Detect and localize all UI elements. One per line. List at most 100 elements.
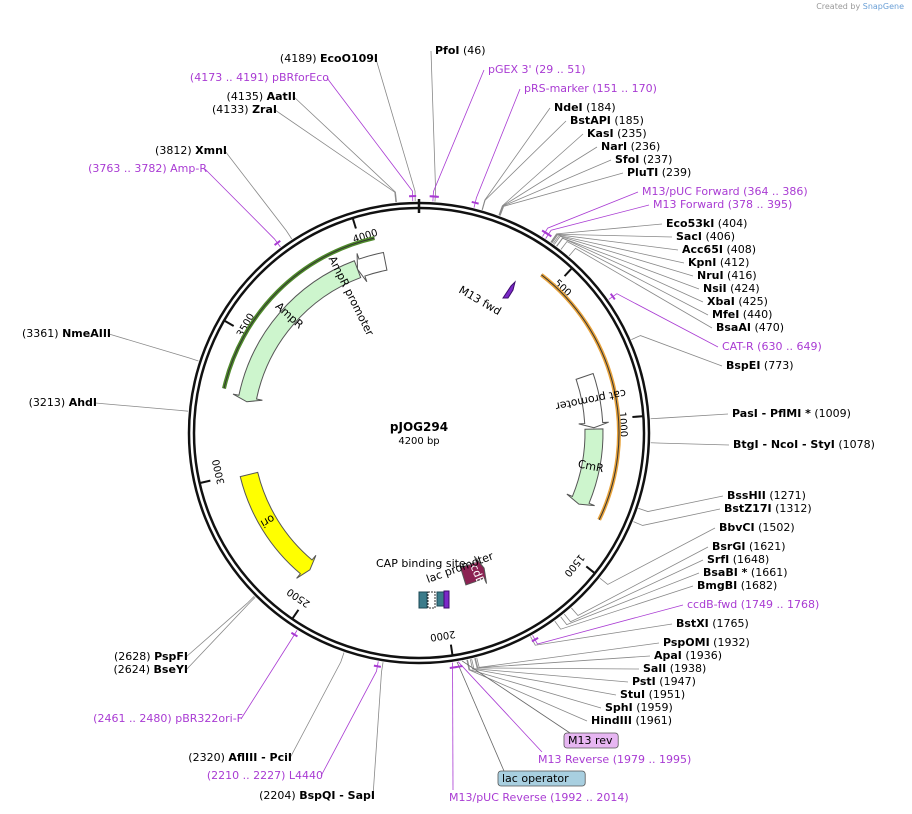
- enzyme-name: SfoI: [615, 153, 639, 166]
- site-label: MfeI (440): [712, 308, 772, 321]
- primer-binding-mark: [531, 637, 539, 643]
- enzyme-name: XbaI: [707, 295, 735, 308]
- position: (1502): [755, 521, 795, 534]
- m13-fwd-arrow: [502, 280, 516, 299]
- cap-binding-site-label: CAP binding site: [376, 557, 466, 570]
- tick-mark: [563, 268, 573, 277]
- tick-label: 2500: [285, 586, 312, 609]
- feature-label-ori: ori: [258, 512, 277, 530]
- position: (1936): [682, 649, 722, 662]
- tick-label: 1500: [562, 552, 586, 579]
- tick-label: 3000: [211, 458, 227, 485]
- enzyme-name: PspFI: [154, 650, 188, 663]
- site-label: ApaI (1936): [654, 649, 722, 662]
- enzyme-name: BstZ17I: [724, 502, 772, 515]
- enzyme-name: BsaAI: [716, 321, 751, 334]
- enzyme-name: BstAPI: [570, 114, 611, 127]
- leader-line: [530, 623, 673, 646]
- feature-ori: [239, 471, 317, 579]
- primer-name: pBR322ori-F: [175, 712, 243, 725]
- enzyme-name: HindIII: [591, 714, 632, 727]
- primer-binding-mark: [273, 240, 281, 246]
- site-label: NsiI (424): [703, 282, 760, 295]
- position: (1947): [656, 675, 696, 688]
- feature-label-cmr: CmR: [577, 457, 605, 475]
- enzyme-name: NdeI: [554, 101, 583, 114]
- primer-name: L4440: [289, 769, 323, 782]
- position: (236): [627, 140, 660, 153]
- leader-line: [542, 191, 639, 237]
- position: (404): [714, 217, 747, 230]
- site-label: (3213) AhdI: [29, 396, 97, 409]
- leader-line: [224, 150, 293, 240]
- feature-ampr: [232, 260, 362, 403]
- enzyme-name: BstXI: [676, 617, 709, 630]
- leader-line: [326, 77, 414, 202]
- m13-rev-box: [443, 590, 450, 609]
- leader-line: [372, 662, 384, 797]
- orf-arcs: [222, 236, 621, 521]
- enzyme-name: PasI - PflMI *: [732, 407, 811, 420]
- primer-name: Amp-R: [170, 162, 207, 175]
- enzyme-name: PstI: [632, 675, 656, 688]
- enzyme-name: PluTI: [627, 166, 658, 179]
- enzyme-name: EcoO109I: [320, 52, 378, 65]
- position: (1765): [709, 617, 749, 630]
- position: (1009): [811, 407, 851, 420]
- position: (1621): [745, 540, 785, 553]
- backbone: [187, 199, 651, 665]
- tick-mark: [200, 479, 211, 484]
- leader-line: [471, 658, 629, 683]
- site-label: KasI (235): [587, 127, 647, 140]
- leader-line: [320, 661, 379, 777]
- tick-label: 2000: [429, 628, 456, 643]
- primer-label: CAT-R (630 .. 649): [722, 340, 822, 353]
- site-label: Eco53kI (404): [666, 217, 747, 230]
- enzyme-name: ZraI: [252, 103, 277, 116]
- position: (416): [724, 269, 757, 282]
- enzyme-name: KasI: [587, 127, 614, 140]
- tick-mark: [632, 415, 643, 419]
- cap-binding-site-box: [418, 591, 428, 609]
- primer-label: (3763 .. 3782) Amp-R: [88, 162, 207, 175]
- position: (1648): [729, 553, 769, 566]
- site-label: PfoI (46): [435, 44, 486, 57]
- small-elements: CAP binding site lac promoter M13 fwd: [376, 280, 516, 609]
- site-label: BsrGI (1621): [712, 540, 786, 553]
- leader-line: [240, 630, 298, 720]
- enzyme-name: SrfI: [707, 553, 729, 566]
- leader-line: [560, 572, 700, 626]
- site-label: (4189) EcoO109I: [280, 52, 378, 65]
- position: (1271): [766, 489, 806, 502]
- tick-mark: [291, 609, 300, 619]
- primer-name: M13/pUC Forward: [642, 185, 740, 198]
- position: (364 .. 386): [740, 185, 808, 198]
- m13-fwd-label: M13 fwd: [457, 283, 504, 318]
- primer-name: CAT-R: [722, 340, 754, 353]
- primer-name: pRS-marker: [524, 82, 589, 95]
- enzyme-name: PfoI: [435, 44, 460, 57]
- leader-line: [375, 58, 416, 202]
- position: (185): [611, 114, 644, 127]
- primer-name: pGEX 3': [488, 63, 532, 76]
- leader-line: [532, 604, 684, 645]
- leader-line: [185, 596, 255, 658]
- site-label: PasI - PflMI * (1009): [732, 407, 851, 420]
- leader-line: [545, 204, 650, 239]
- site-label: BssHII (1271): [727, 489, 806, 502]
- primer-label: M13 Reverse (1979 .. 1995): [538, 753, 691, 766]
- position: (184): [583, 101, 616, 114]
- site-label: SalI (1938): [643, 662, 706, 675]
- position: (4173 .. 4191): [190, 71, 272, 84]
- leader-lines: [94, 50, 730, 797]
- feature-ccdb: [459, 555, 488, 586]
- feature-cat-promoter: [575, 372, 609, 429]
- primer-label: (2461 .. 2480) pBR322ori-F: [93, 712, 243, 725]
- position: (1992 .. 2014): [547, 791, 629, 804]
- position: (1682): [737, 579, 777, 592]
- snapgene-logo: SnapGene: [862, 2, 904, 11]
- tick-mark: [224, 320, 235, 327]
- site-label: BbvCI (1502): [719, 521, 795, 534]
- primer-binding-mark: [290, 631, 298, 638]
- watermark-created-by: Created by: [816, 2, 861, 11]
